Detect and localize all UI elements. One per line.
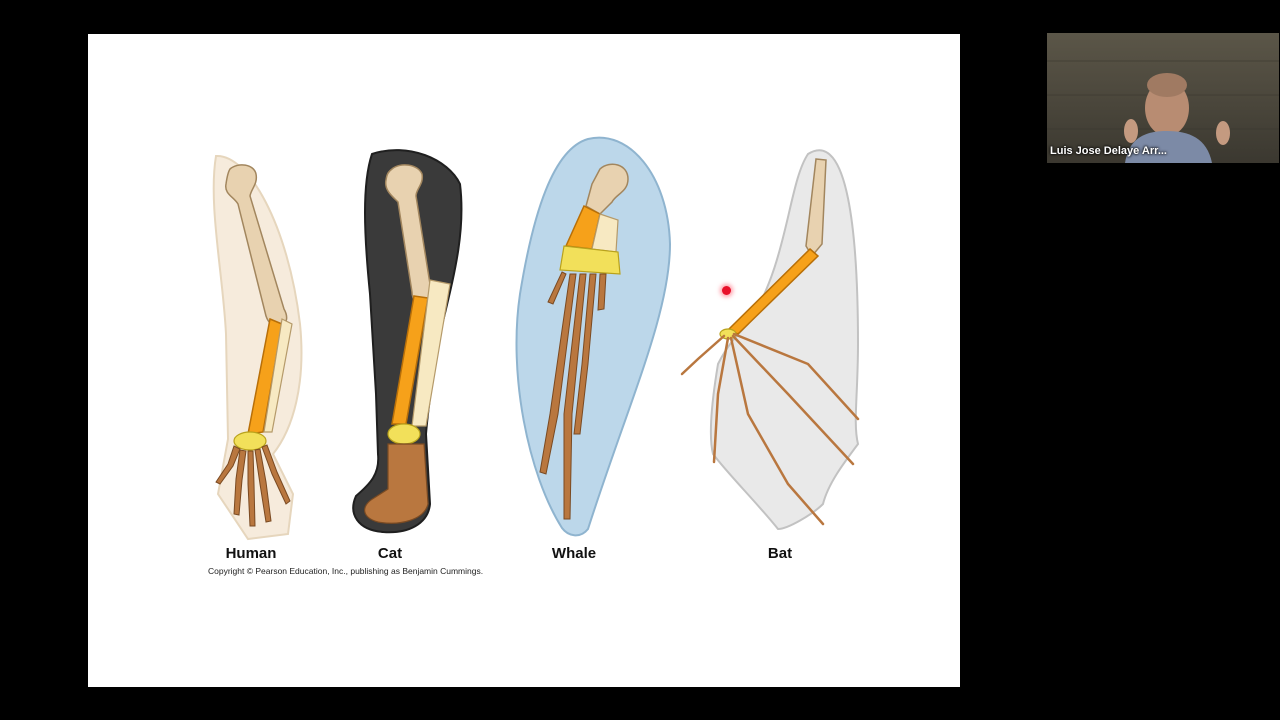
copyright-notice: Copyright © Pearson Education, Inc., pub… xyxy=(208,566,484,576)
whale-phalanges xyxy=(539,271,607,520)
whale-flipper-outline xyxy=(515,136,672,537)
label-bat: Bat xyxy=(767,545,793,562)
human-phalanges xyxy=(215,444,291,527)
human-arm-outline xyxy=(212,154,303,541)
participant-video-feed xyxy=(1047,60,1279,163)
label-whale: Whale xyxy=(551,545,597,562)
participant-video-tile[interactable]: Luis Jose Delaye Arr... xyxy=(1047,33,1279,163)
cat-carpals xyxy=(387,423,421,445)
participant-name: Luis Jose Delaye Arr... xyxy=(1050,145,1167,157)
bat-wing-membrane xyxy=(709,149,860,531)
cat-limb xyxy=(352,149,463,534)
cat-ulna xyxy=(411,279,451,427)
laser-pointer xyxy=(722,286,731,295)
homologous-limbs-figure xyxy=(212,136,860,541)
human-limb xyxy=(212,154,303,541)
label-cat: Cat xyxy=(377,545,403,562)
human-radius xyxy=(247,317,283,435)
human-ulna xyxy=(263,318,293,433)
presentation-slide: Human Cat Whale Bat Copyright © Pearson … xyxy=(88,34,960,687)
label-human: Human xyxy=(225,545,277,562)
cat-phalanges xyxy=(364,443,429,524)
whale-humerus xyxy=(585,163,629,215)
whale-carpals xyxy=(559,245,621,275)
whale-limb xyxy=(515,136,672,537)
bat-humerus xyxy=(805,158,827,258)
bat-limb xyxy=(680,149,860,531)
bat-radius xyxy=(726,247,820,335)
human-carpals xyxy=(233,431,267,451)
bat-phalanges xyxy=(680,332,860,526)
